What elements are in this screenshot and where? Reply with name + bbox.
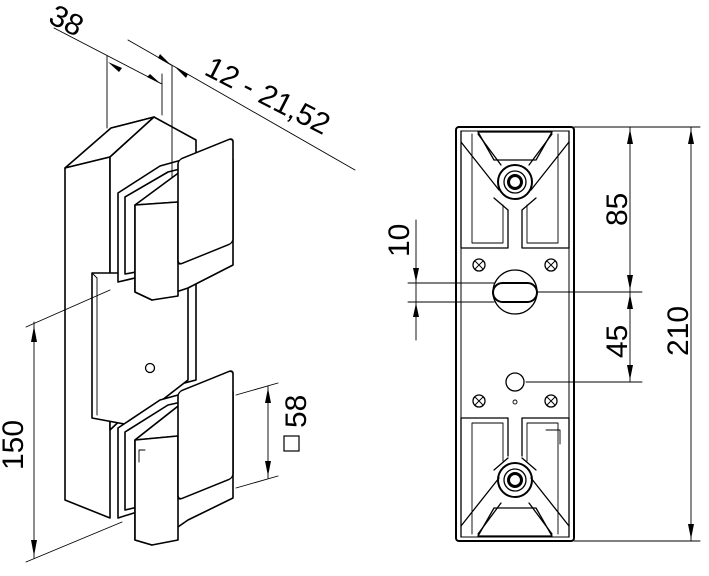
lower-clamp [117, 370, 234, 546]
dim-58: 58 [235, 382, 313, 489]
dim-10: 10 [383, 219, 495, 341]
front-view: 10 85 45 210 [383, 126, 701, 542]
upper-clamp [117, 138, 234, 301]
dim-38: 38 [44, 0, 163, 129]
dim-150-label: 150 [0, 420, 30, 470]
dim-thickness-label: 12 - 21,52 [200, 51, 335, 142]
dim-45: 45 [525, 291, 643, 383]
dim-210-label: 210 [662, 306, 695, 356]
dim-85-label: 85 [601, 193, 634, 226]
lower-hole [505, 372, 525, 405]
dim-45-label: 45 [601, 325, 634, 358]
dim-210: 210 [573, 126, 701, 542]
dim-150: 150 [0, 289, 123, 563]
isometric-view: 38 12 - 21,52 150 58 [0, 0, 356, 563]
screw-icon [472, 258, 558, 408]
upper-pocket [460, 130, 570, 249]
square-symbol-icon [283, 435, 300, 452]
center-slot [492, 269, 538, 315]
lower-pocket [460, 417, 570, 538]
dim-85: 85 [537, 126, 643, 293]
dim-58-label: 58 [280, 395, 313, 428]
plate-outline [455, 126, 575, 542]
dim-10-label: 10 [383, 224, 416, 257]
dim-38-label: 38 [44, 0, 89, 43]
